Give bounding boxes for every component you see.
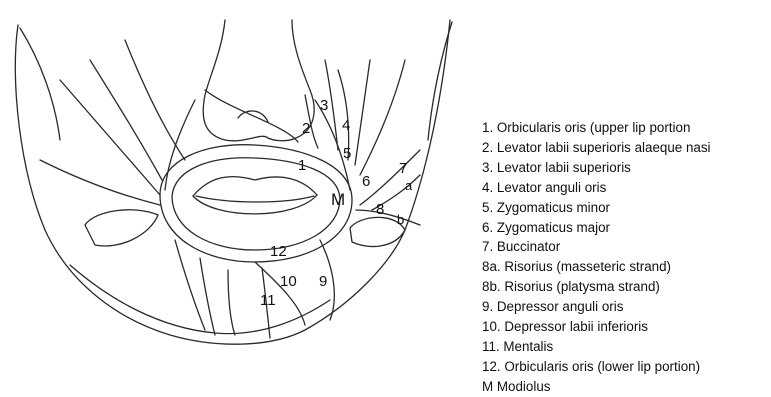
marker-11: 11 [260,292,276,309]
face-outline [15,20,450,344]
marker-2: 2 [302,120,310,137]
left-muscle-d [125,40,185,160]
legend-item: 4. Levator anguli oris [482,178,771,198]
marker-12: 12 [270,243,287,260]
marker-1: 1 [298,157,306,174]
legend-item: 2. Levator labii superioris alaeque nasi [482,138,771,158]
marker-8: 8 [376,201,384,218]
marker-3: 3 [320,97,328,114]
orbicularis-inner [172,158,340,250]
left-muscle-a [90,60,162,180]
facial-muscle-illustration: 1 2 3 4 5 6 7 a 8 b M 12 10 9 11 [0,0,460,395]
legend-item: 10. Depressor labii inferioris [482,317,771,337]
legend-item: M Modiolus [482,377,771,397]
hair-left [20,28,60,140]
marker-10: 10 [280,273,297,290]
orbicularis-ring [160,145,352,262]
legend-item: 8a. Risorius (masseteric strand) [482,257,771,277]
marker-a: a [405,178,413,193]
zygomatic-minor [355,60,370,165]
mouth-upper [193,177,317,196]
marker-6: 6 [362,173,370,190]
nose-left [203,20,268,141]
legend-item: 3. Levator labii superioris [482,158,771,178]
diagram-markers: 1 2 3 4 5 6 7 a 8 b M 12 10 9 11 [260,97,413,309]
left-muscle-c [40,160,160,205]
legend-item: 7. Buccinator [482,237,771,257]
levator-2 [205,90,298,142]
mentalis-left [228,270,235,335]
mouth-lower [193,195,317,214]
legend-item: 9. Depressor anguli oris [482,297,771,317]
risorius [356,210,420,225]
chin-fibers-2 [175,240,205,330]
marker-5: 5 [343,145,351,162]
legend-item: 6. Zygomaticus major [482,218,771,238]
legend-item: 5. Zygomaticus minor [482,198,771,218]
marker-9: 9 [319,273,327,290]
marker-b: b [397,212,404,227]
marker-4: 4 [342,117,350,134]
zygomatic-major [360,60,405,175]
marker-M: M [331,190,345,209]
legend-item: 11. Mentalis [482,337,771,357]
mouth-line [196,196,314,202]
legend-item: 1. Orbicularis oris (upper lip portion [482,118,771,138]
legend-item: 12. Orbicularis oris (lower lip portion) [482,357,771,377]
legend-item: 8b. Risorius (platysma strand) [482,277,771,297]
marker-7: 7 [399,160,407,177]
left-cheek-lobe [85,210,158,246]
nasolabial-left [165,100,195,190]
muscle-legend: 1. Orbicularis oris (upper lip portion 2… [482,118,771,397]
left-muscle-b [60,80,160,195]
